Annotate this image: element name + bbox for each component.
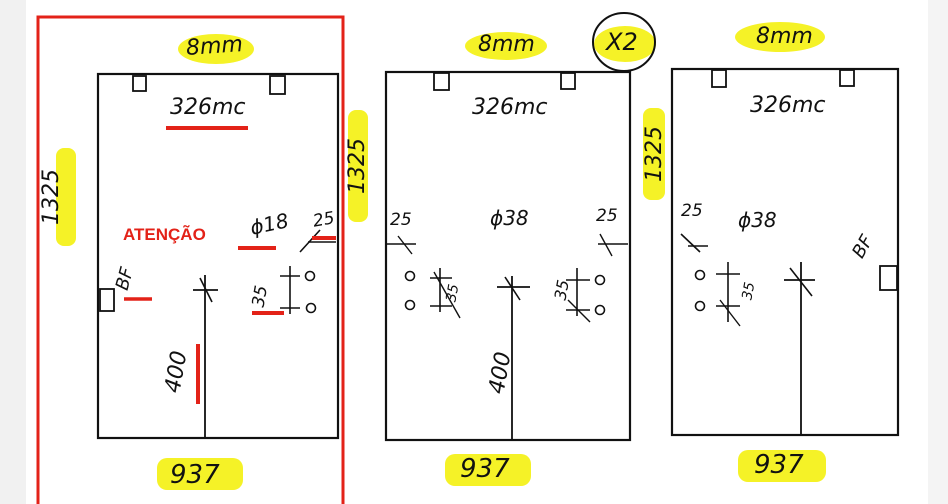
hinge-tab: [560, 72, 576, 90]
highlight-quantity: [594, 26, 656, 62]
panel-outline-1: [96, 72, 340, 440]
panel-1-height: 1325: [39, 169, 64, 225]
attention-label: ATENÇÃO: [123, 225, 206, 244]
panel-outline-3: [670, 67, 900, 437]
hinge-tab: [433, 72, 450, 91]
highlight-width-2: [445, 454, 531, 486]
panel-3-hole-diameter: ϕ38: [738, 208, 777, 232]
highlight-height-1: [56, 148, 76, 246]
panel-2-pitch-right: 35: [550, 278, 573, 302]
panel-2-hole-diameter: ϕ38: [490, 206, 529, 230]
highlight-height-2: [348, 110, 368, 222]
panel-2-thickness: 8mm: [478, 32, 535, 57]
hinge-tab: [839, 69, 855, 87]
hinge-tab: [132, 75, 147, 92]
attention-frame: [36, 15, 345, 504]
highlight-thickness-1: [178, 34, 254, 64]
hinge-tab: [879, 265, 898, 291]
panel-3-width: 937: [754, 450, 804, 480]
panel-1-edge-offset: 25: [311, 208, 337, 232]
panel-2-height: 1325: [345, 138, 370, 194]
quantity-note: X2: [606, 28, 638, 56]
panel-2-edge-offset-left: 25: [390, 210, 412, 230]
panel-2-code: 326mc: [472, 95, 548, 120]
scan-edge-left: [0, 0, 26, 504]
panel-3-code: 326mc: [750, 93, 826, 118]
scan-edge-right: [928, 0, 948, 504]
panel-2-width: 937: [460, 454, 510, 484]
panel-1-pitch: 35: [248, 284, 273, 309]
highlight-width-1: [157, 458, 243, 490]
panel-3-height: 1325: [642, 126, 667, 182]
panel-outline-2: [384, 70, 632, 442]
highlight-thickness-2: [465, 32, 547, 60]
panel-3-thickness: 8mm: [756, 24, 813, 49]
panel-2-edge-offset-right: 25: [596, 206, 618, 226]
panel-3-pitch: 35: [739, 280, 759, 302]
hinge-tab: [269, 75, 286, 95]
hinge-tab: [711, 69, 727, 88]
hinge-tab: [99, 288, 115, 312]
highlight-width-3: [738, 450, 826, 482]
panel-3-edge-offset: 25: [681, 201, 703, 221]
panel-2-pitch-left: 35: [443, 282, 463, 304]
highlight-thickness-3: [735, 22, 825, 52]
highlight-height-3: [643, 108, 665, 200]
panel-1-width: 937: [170, 460, 220, 490]
panel-1-thickness: 8mm: [185, 32, 244, 61]
panel-1-code: 326mc: [170, 95, 246, 120]
